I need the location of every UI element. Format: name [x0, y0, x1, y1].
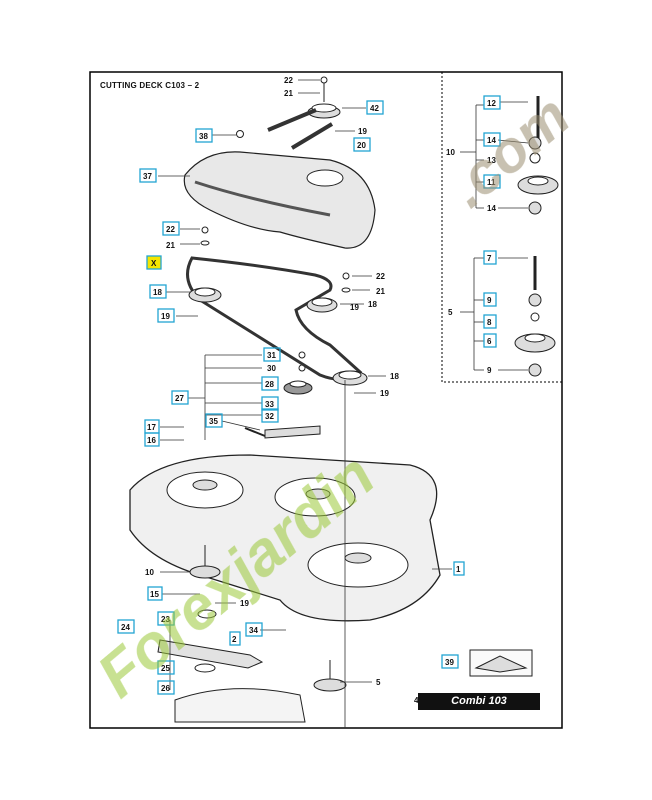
callout-28: 28: [265, 380, 274, 389]
inset-callout-14: 14: [487, 136, 496, 145]
callout-39: 39: [445, 658, 454, 667]
inset-box: [441, 72, 562, 383]
callout-21b: 21: [166, 241, 175, 250]
inset-callout-13: 13: [487, 156, 496, 165]
callout-21: 21: [284, 89, 293, 98]
inset-callout-9: 9: [487, 296, 492, 305]
bolt-washer-set: [200, 130, 351, 372]
callout-18b: 18: [368, 300, 377, 309]
inset-callout-11: 11: [487, 178, 496, 187]
callout-27: 27: [175, 394, 184, 403]
page-title: CUTTING DECK C103 – 2: [100, 81, 200, 90]
callout-22c: 22: [376, 272, 385, 281]
callout-34: 34: [249, 626, 258, 635]
callout-32: 32: [265, 412, 274, 421]
inset-callout-9b: 9: [487, 366, 492, 375]
blade-washer: [194, 663, 216, 673]
callout-38: 38: [199, 132, 208, 141]
inset-callout-6: 6: [487, 337, 492, 346]
callout-19b: 19: [161, 312, 170, 321]
callout-20: 20: [357, 141, 366, 150]
callout-33: 33: [265, 400, 274, 409]
callout-5: 5: [376, 678, 381, 687]
callout-37: 37: [143, 172, 152, 181]
plate-pulley-hub: [306, 169, 344, 187]
spindle-hole-center: [305, 488, 331, 500]
inset-callout-5: 5: [448, 308, 453, 317]
inset-callout-8: 8: [487, 318, 492, 327]
callout-19d: 19: [380, 389, 389, 398]
inset-callout-14b: 14: [487, 204, 496, 213]
callout-21c: 21: [376, 287, 385, 296]
model-badge: Combi 103: [418, 693, 540, 710]
blade-guard-lower: [174, 688, 306, 723]
deck-chamber-right: [307, 542, 409, 588]
callout-19c: 19: [350, 303, 359, 312]
callout-25: 25: [161, 664, 170, 673]
callout-17: 17: [147, 423, 156, 432]
callout-35: 35: [209, 417, 218, 426]
callout-19: 19: [358, 127, 367, 136]
leader-lines: [158, 79, 529, 728]
callout-19e: 19: [240, 599, 249, 608]
callout-x: X: [151, 259, 157, 268]
inset-callout-12: 12: [487, 99, 496, 108]
callout-2: 2: [232, 635, 237, 644]
callout-22b: 22: [166, 225, 175, 234]
svg-text:.com: .com: [437, 83, 582, 220]
lower-spindles: [189, 545, 347, 692]
blade-left: [157, 639, 264, 669]
spindle-hole-left: [192, 479, 218, 491]
spindle-hole-right: [344, 552, 372, 564]
callout-30: 30: [267, 364, 276, 373]
callout-16: 16: [147, 436, 156, 445]
inset-spindle-2: [514, 256, 556, 377]
callout-31: 31: [267, 351, 276, 360]
upper-pulley-assembly: [267, 76, 341, 150]
callout-26: 26: [161, 684, 170, 693]
plate-rib: [194, 180, 331, 217]
callout-22: 22: [284, 76, 293, 85]
tension-spring: [244, 427, 266, 437]
callout-labels: 22 21 42 19 20 38 37 22 21 X 22 21 18 19…: [117, 76, 501, 705]
inset-spindle-1: [517, 96, 559, 215]
tension-arm: [264, 425, 321, 439]
callout-23: 23: [161, 615, 170, 624]
callout-1: 1: [456, 565, 461, 574]
callout-18: 18: [153, 288, 162, 297]
callout-42: 42: [370, 104, 379, 113]
callout-10: 10: [145, 568, 154, 577]
inset-callout-7: 7: [487, 254, 492, 263]
belt-cover-plate: [183, 151, 376, 249]
callout-15: 15: [150, 590, 159, 599]
idler-pulleys: [188, 287, 368, 395]
page-frame: [89, 71, 563, 729]
callout-24: 24: [121, 623, 130, 632]
deck-lift-thumbnail: [469, 649, 533, 677]
callout-18c: 18: [390, 372, 399, 381]
inset-callout-10: 10: [446, 148, 455, 157]
